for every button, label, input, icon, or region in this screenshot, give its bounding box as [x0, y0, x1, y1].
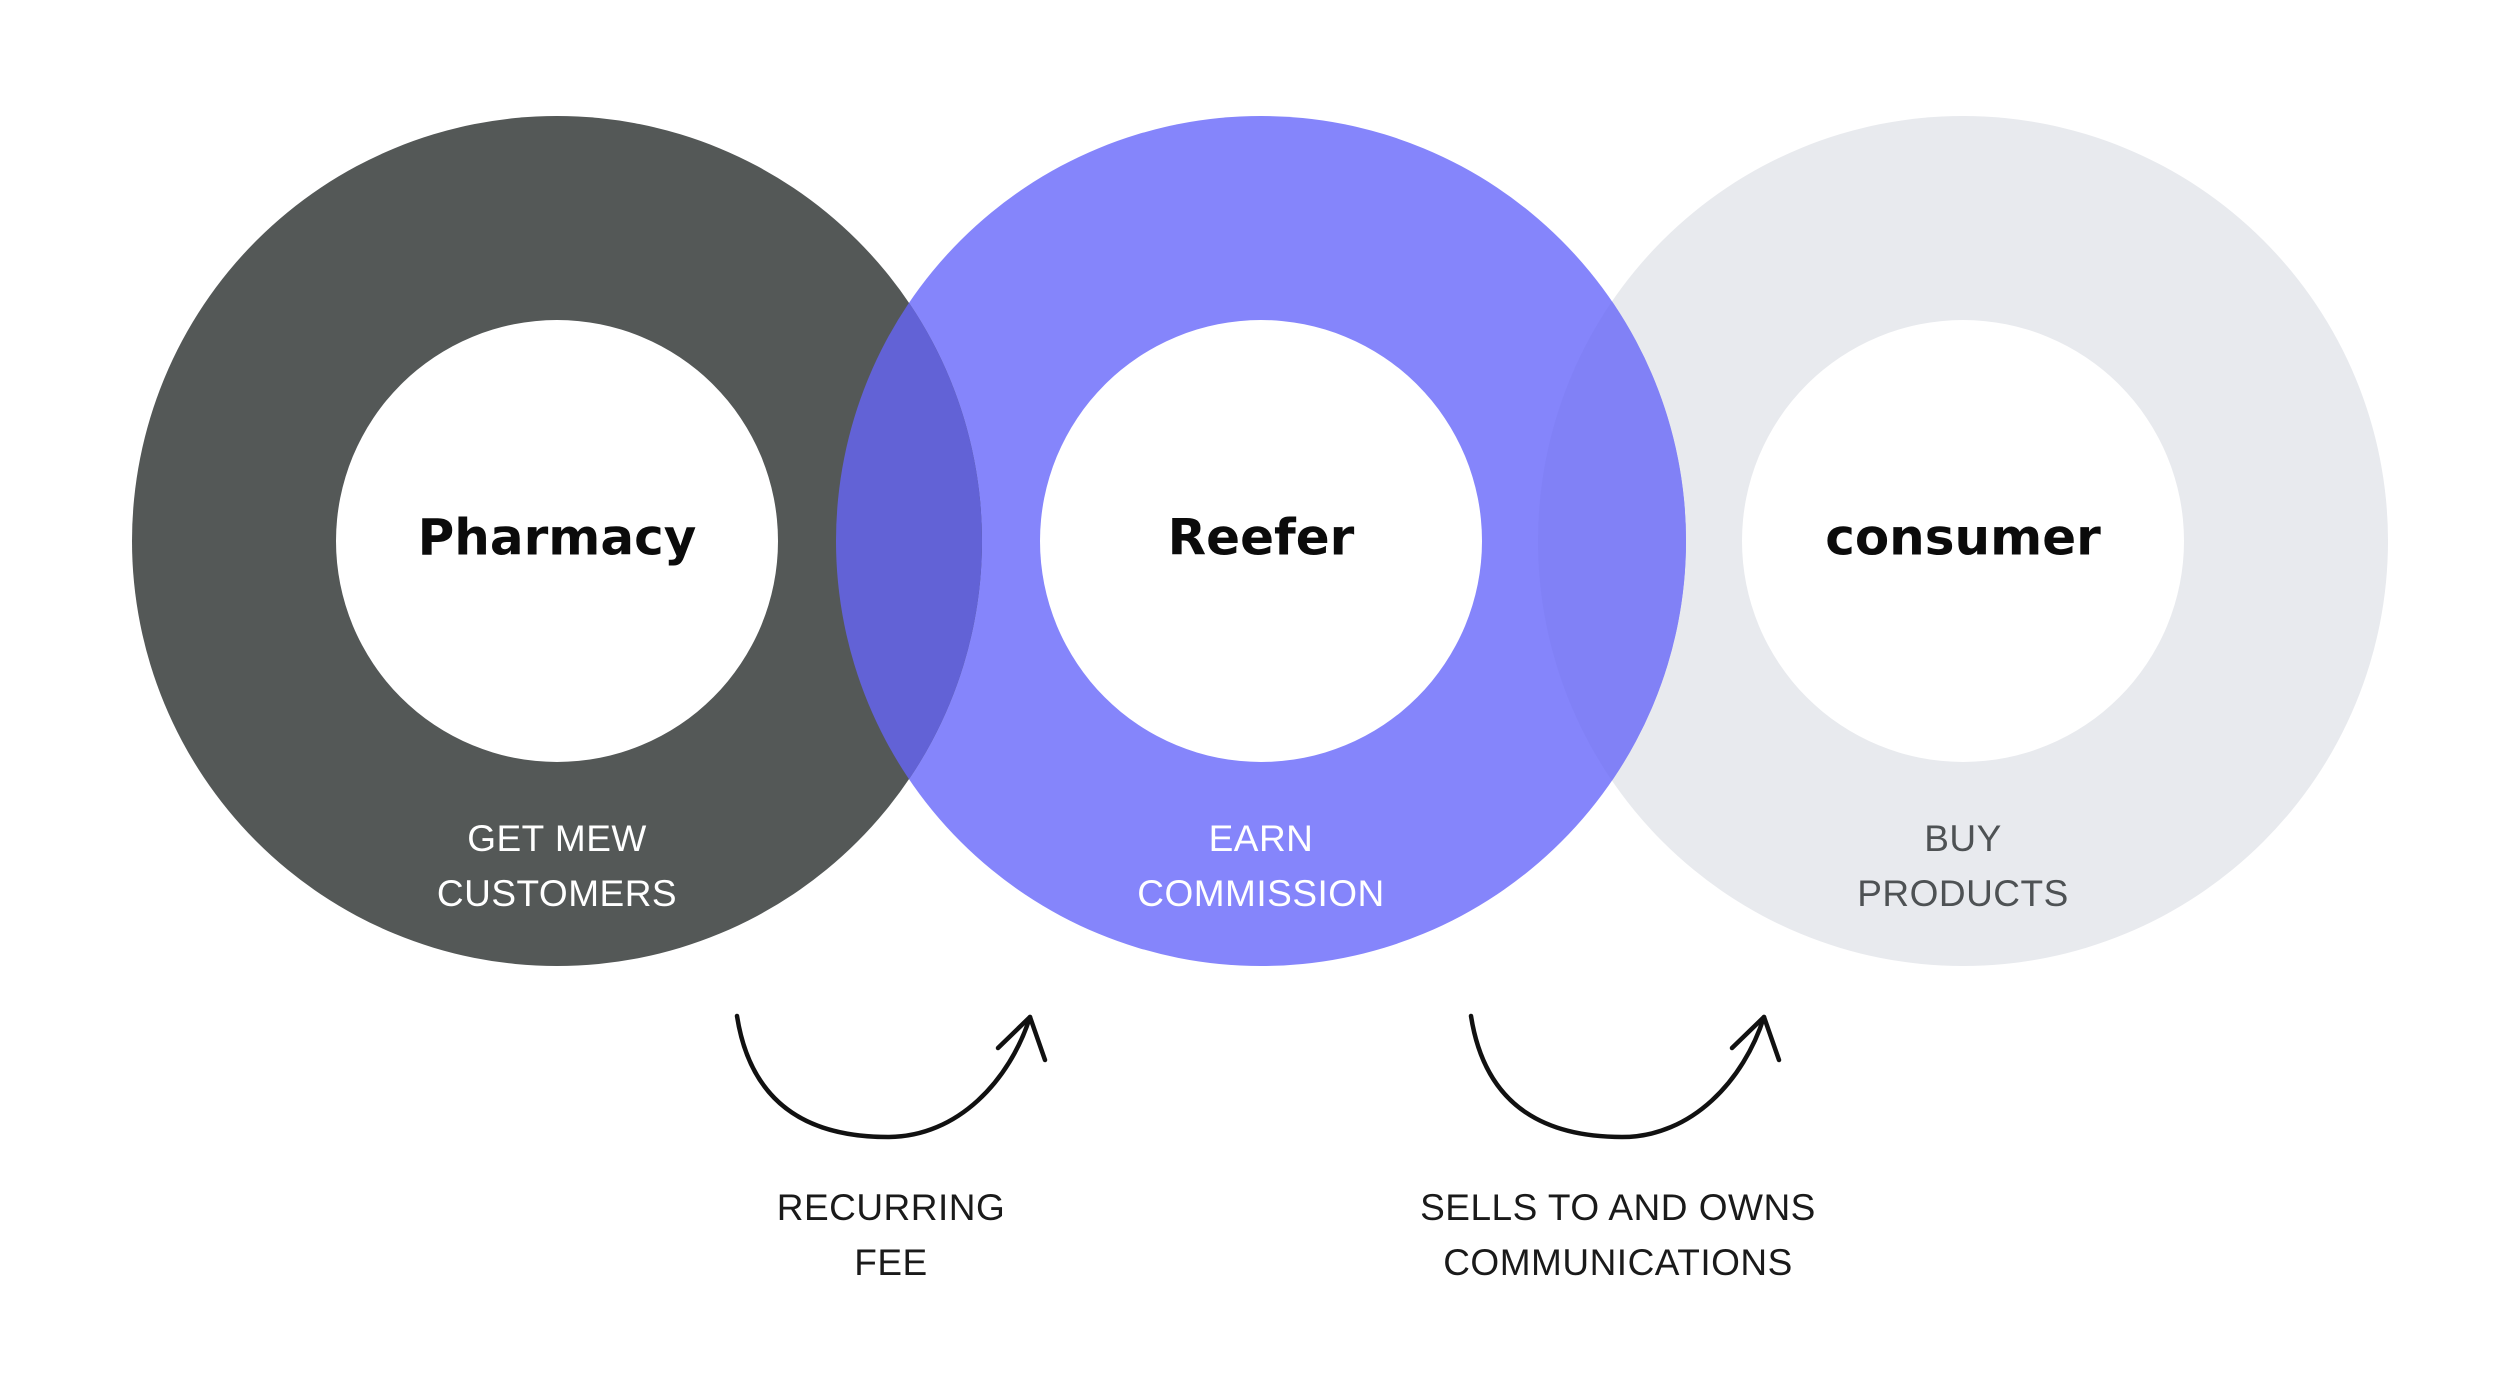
consumer-caption-line1: BUY [1924, 818, 2002, 859]
recurring-fee-arrow-icon [734, 1013, 1048, 1140]
consumer-inner-circle [1742, 320, 2184, 762]
recurring-fee-label-line2: FEE [854, 1242, 927, 1283]
sells-to-label-line1: SELLS TO AND OWNS [1420, 1187, 1816, 1228]
pharmacy-title: Pharmacy [418, 509, 697, 567]
pharmacy-caption-line2: CUSTOMERS [437, 873, 677, 914]
reefer-title: Reefer [1168, 509, 1355, 567]
sells-to-arrow-icon [1468, 1013, 1782, 1140]
consumer-caption-line2: PRODUCTS [1857, 873, 2069, 914]
pharmacy-caption-line1: GET MEW [467, 818, 647, 859]
reefer-caption-line1: EARN [1209, 818, 1314, 859]
pharmacy-inner-circle [336, 320, 778, 762]
reefer-inner-circle [1040, 320, 1482, 762]
sells-to-label-line2: COMMUNICATIONS [1443, 1242, 1793, 1283]
consumer-title: consumer [1825, 509, 2101, 567]
recurring-fee-label-line1: RECURRING [777, 1187, 1006, 1228]
reefer-caption-line2: COMMISSION [1137, 873, 1385, 914]
